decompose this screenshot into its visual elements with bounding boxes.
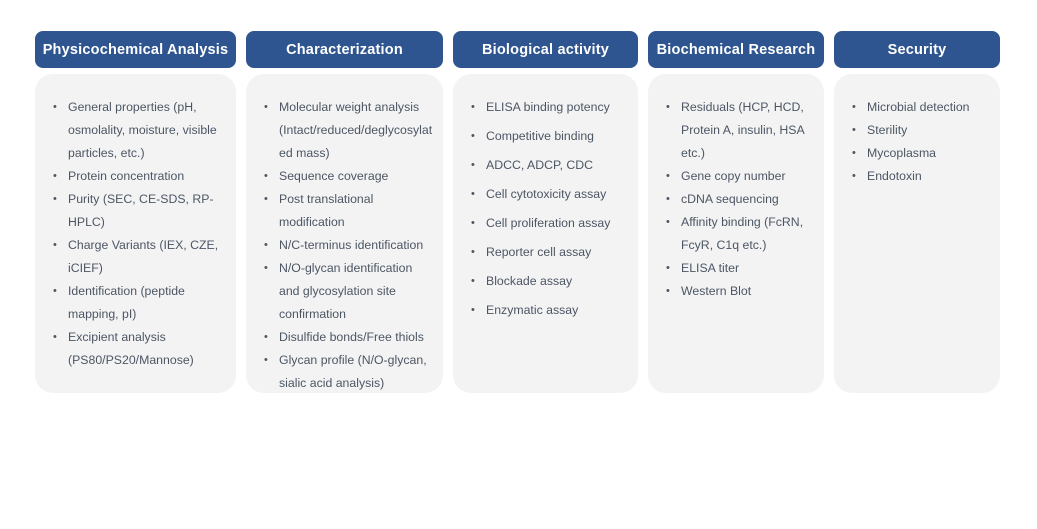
list-item-text: N/O-glycan identification and glycosylat… — [279, 261, 413, 321]
list-item-text: Post translational modification — [279, 192, 374, 229]
column-panel: ELISA binding potencyCompetitive binding… — [453, 74, 638, 393]
list-item-text: ELISA titer — [681, 261, 740, 275]
list-item-text: Molecular weight analysis (Intact/reduce… — [279, 100, 433, 160]
list-item-text: Sterility — [867, 123, 908, 137]
column-security: SecurityMicrobial detectionSterilityMyco… — [834, 31, 1000, 393]
column-panel: General properties (pH, osmolality, mois… — [35, 74, 236, 393]
list-item-text: Residuals (HCP, HCD, Protein A, insulin,… — [681, 100, 805, 160]
list-item: Affinity binding (FcRN, FcyR, C1q etc.) — [664, 211, 815, 257]
list-item-text: Disulfide bonds/Free thiols — [279, 330, 424, 344]
list-item-text: Reporter cell assay — [486, 245, 592, 259]
column-biochemical-research: Biochemical ResearchResiduals (HCP, HCD,… — [648, 31, 824, 393]
columns-container: Physicochemical AnalysisGeneral properti… — [35, 31, 1000, 393]
list-item: Purity (SEC, CE-SDS, RP-HPLC) — [51, 188, 227, 234]
list-item: Sequence coverage — [262, 165, 434, 188]
list-item: Residuals (HCP, HCD, Protein A, insulin,… — [664, 96, 815, 165]
column-panel: Molecular weight analysis (Intact/reduce… — [246, 74, 443, 393]
list-item: Cell proliferation assay — [469, 212, 629, 235]
list-item-text: Cell cytotoxicity assay — [486, 187, 607, 201]
list-item: Disulfide bonds/Free thiols — [262, 326, 434, 349]
list-item-text: Enzymatic assay — [486, 303, 579, 317]
list-item-text: Affinity binding (FcRN, FcyR, C1q etc.) — [681, 215, 804, 252]
list-item: Blockade assay — [469, 270, 629, 293]
list-item: Mycoplasma — [850, 142, 991, 165]
list-item-text: Cell proliferation assay — [486, 216, 611, 230]
list-item-text: Purity (SEC, CE-SDS, RP-HPLC) — [68, 192, 214, 229]
list-item: ELISA titer — [664, 257, 815, 280]
list-item-text: General properties (pH, osmolality, mois… — [68, 100, 217, 160]
list-item-text: Mycoplasma — [867, 146, 937, 160]
list-item: General properties (pH, osmolality, mois… — [51, 96, 227, 165]
list-item: Sterility — [850, 119, 991, 142]
item-list: General properties (pH, osmolality, mois… — [51, 96, 227, 372]
list-item: Competitive binding — [469, 125, 629, 148]
list-item: ELISA binding potency — [469, 96, 629, 119]
list-item: N/C-terminus identification — [262, 234, 434, 257]
list-item: N/O-glycan identification and glycosylat… — [262, 257, 434, 326]
list-item: Enzymatic assay — [469, 299, 629, 322]
column-panel: Residuals (HCP, HCD, Protein A, insulin,… — [648, 74, 824, 393]
list-item-text: Microbial detection — [867, 100, 970, 114]
list-item-text: Competitive binding — [486, 129, 595, 143]
list-item: Protein concentration — [51, 165, 227, 188]
list-item: Excipient analysis (PS80/PS20/Mannose) — [51, 326, 227, 372]
list-item: cDNA sequencing — [664, 188, 815, 211]
list-item: Charge Variants (IEX, CZE, iCIEF) — [51, 234, 227, 280]
item-list: Molecular weight analysis (Intact/reduce… — [262, 96, 434, 395]
column-biological-activity: Biological activityELISA binding potency… — [453, 31, 638, 393]
column-characterization: CharacterizationMolecular weight analysi… — [246, 31, 443, 393]
item-list: ELISA binding potencyCompetitive binding… — [469, 96, 629, 322]
list-item: ADCC, ADCP, CDC — [469, 154, 629, 177]
column-header: Characterization — [246, 31, 443, 68]
column-panel: Microbial detectionSterilityMycoplasmaEn… — [834, 74, 1000, 393]
column-header: Biological activity — [453, 31, 638, 68]
list-item: Western Blot — [664, 280, 815, 303]
column-physicochemical-analysis: Physicochemical AnalysisGeneral properti… — [35, 31, 236, 393]
list-item-text: Western Blot — [681, 284, 752, 298]
list-item: Microbial detection — [850, 96, 991, 119]
list-item-text: Endotoxin — [867, 169, 922, 183]
column-header: Biochemical Research — [648, 31, 824, 68]
item-list: Microbial detectionSterilityMycoplasmaEn… — [850, 96, 991, 188]
item-list: Residuals (HCP, HCD, Protein A, insulin,… — [664, 96, 815, 303]
list-item-text: Charge Variants (IEX, CZE, iCIEF) — [68, 238, 219, 275]
list-item: Endotoxin — [850, 165, 991, 188]
list-item-text: ELISA binding potency — [486, 100, 610, 114]
list-item-text: Blockade assay — [486, 274, 573, 288]
list-item-text: Identification (peptide mapping, pI) — [68, 284, 185, 321]
list-item-text: Excipient analysis (PS80/PS20/Mannose) — [68, 330, 194, 367]
list-item: Gene copy number — [664, 165, 815, 188]
list-item: Glycan profile (N/O-glycan, sialic acid … — [262, 349, 434, 395]
list-item-text: Glycan profile (N/O-glycan, sialic acid … — [279, 353, 427, 390]
list-item-text: N/C-terminus identification — [279, 238, 424, 252]
list-item-text: Protein concentration — [68, 169, 185, 183]
list-item: Post translational modification — [262, 188, 434, 234]
list-item: Identification (peptide mapping, pI) — [51, 280, 227, 326]
list-item-text: Sequence coverage — [279, 169, 389, 183]
list-item: Molecular weight analysis (Intact/reduce… — [262, 96, 434, 165]
list-item: Cell cytotoxicity assay — [469, 183, 629, 206]
list-item: Reporter cell assay — [469, 241, 629, 264]
column-header: Security — [834, 31, 1000, 68]
column-header: Physicochemical Analysis — [35, 31, 236, 68]
list-item-text: Gene copy number — [681, 169, 786, 183]
list-item-text: cDNA sequencing — [681, 192, 779, 206]
list-item-text: ADCC, ADCP, CDC — [486, 158, 594, 172]
